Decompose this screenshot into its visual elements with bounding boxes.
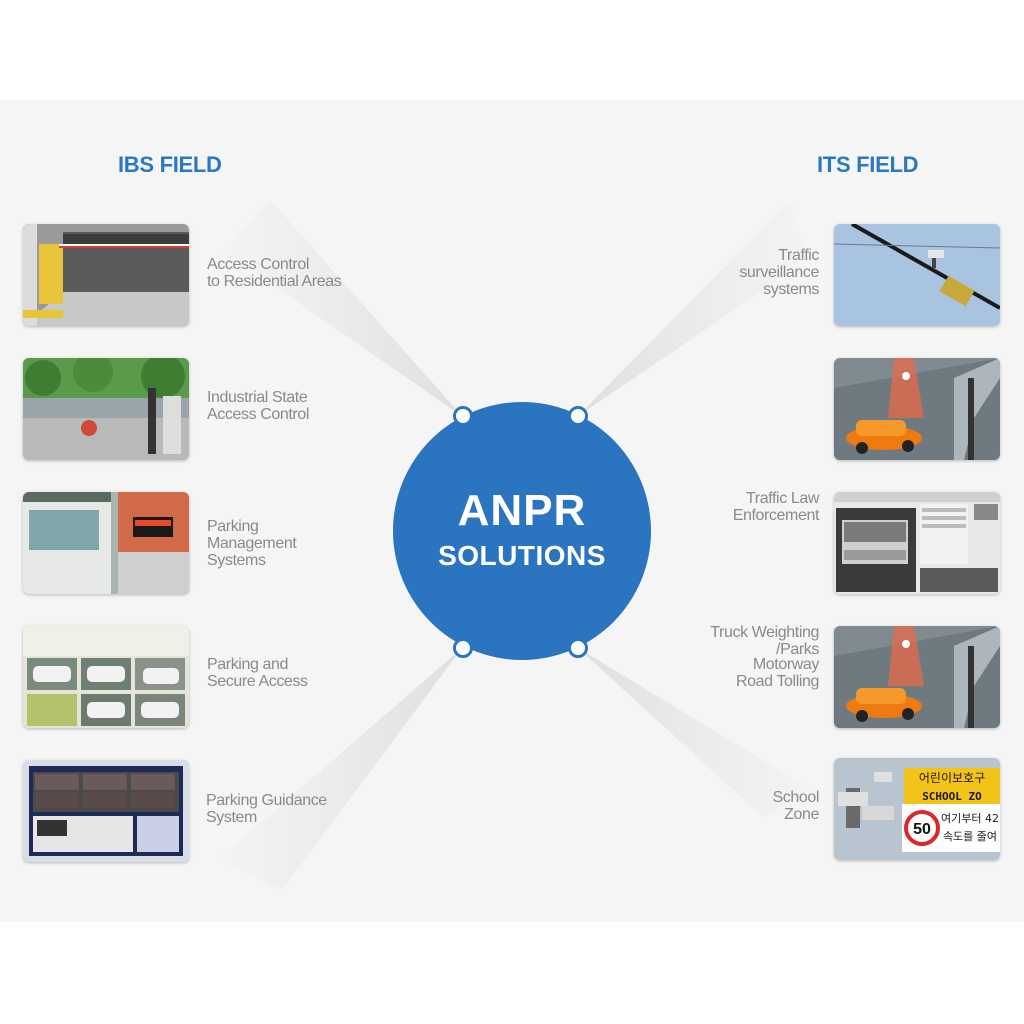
diagram-panel: IBS FIELD ITS FIELD Access Control to Re… <box>0 100 1024 922</box>
connector-node-bottom-left <box>453 638 473 658</box>
thumb-access-control-residential <box>23 224 189 326</box>
label-traffic-surveillance: Traffic surveillance systems <box>739 247 819 298</box>
thumb-industrial-access <box>23 358 189 460</box>
ibs-field-title: IBS FIELD <box>118 152 222 177</box>
anpr-hub-circle: ANPR SOLUTIONS <box>393 402 651 660</box>
sign-line-4: 속도를 줄여 <box>943 830 997 843</box>
thumb-motorway-tolling <box>834 626 1000 728</box>
sign-line-3: 여기부터 42 <box>941 812 999 825</box>
connector-node-top-right <box>568 406 588 426</box>
thumb-parking-guidance <box>23 760 189 862</box>
thumb-parking-management <box>23 492 189 594</box>
beam-bottom-left <box>218 648 462 890</box>
label-motorway-tolling: Motorway Road Tolling <box>736 656 819 690</box>
speed-limit-value: 50 <box>913 821 931 838</box>
connector-node-top-left <box>453 406 473 426</box>
label-truck-weighting: Truck Weighting /Parks <box>710 624 819 658</box>
sign-line-1: 어린이보호구 <box>919 771 985 785</box>
label-school-zone: School Zone <box>772 789 819 823</box>
thumb-traffic-surveillance <box>834 224 1000 326</box>
beam-bottom-right <box>578 648 812 818</box>
label-parking-secure-access: Parking and Secure Access <box>207 656 308 690</box>
sign-line-2: SCHOOL ZO <box>922 790 982 803</box>
its-field-title: ITS FIELD <box>817 152 919 177</box>
thumb-traffic-law-enforcement <box>834 358 1000 460</box>
label-access-control-residential: Access Control to Residential Areas <box>207 256 342 290</box>
label-traffic-law-enforcement: Traffic Law Enforcement <box>732 490 820 524</box>
thumb-truck-weighting <box>834 492 1000 594</box>
connector-node-bottom-right <box>568 638 588 658</box>
thumb-parking-secure-access <box>23 626 189 728</box>
label-parking-guidance: Parking Guidance System <box>206 792 327 826</box>
label-parking-management: Parking Management Systems <box>207 518 297 569</box>
beam-top-left <box>222 200 462 416</box>
label-industrial-access: Industrial State Access Control <box>207 389 309 423</box>
connector-beams <box>218 200 812 890</box>
beam-top-right <box>578 200 808 416</box>
hub-subtitle: SOLUTIONS <box>438 540 606 571</box>
thumb-school-zone: 50 어린이보호구 SCHOOL ZO 여기부터 42 속도를 줄여 <box>834 758 1000 860</box>
hub-title: ANPR <box>457 486 587 535</box>
